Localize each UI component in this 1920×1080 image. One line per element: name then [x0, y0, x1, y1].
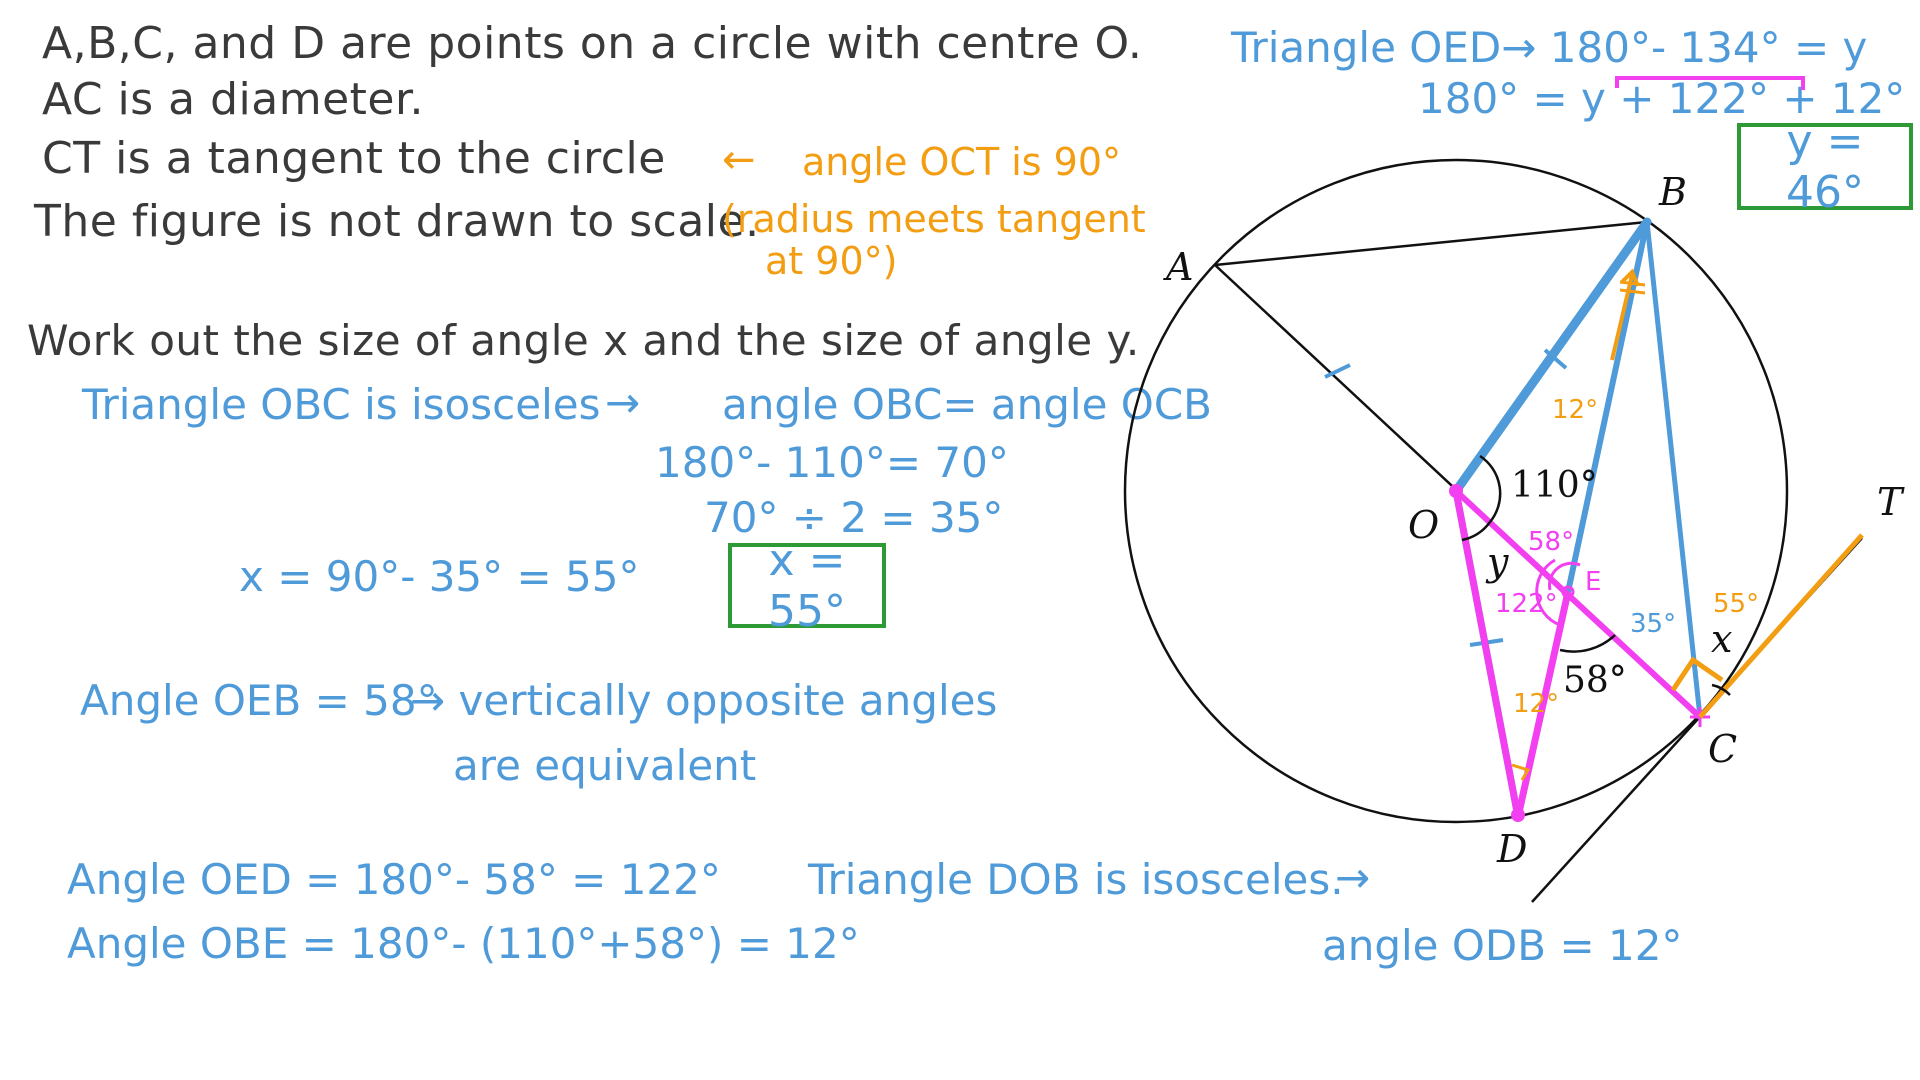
working-oeb-reason-1: → vertically opposite angles: [410, 676, 998, 725]
answer-y: y = 46°: [1786, 115, 1864, 218]
working-obc-equal-ocb: angle OBC= angle OCB: [722, 380, 1212, 429]
orange-arrowhead: [1620, 268, 1640, 287]
tick-oa: [1324, 363, 1351, 379]
answer-box-y: y = 46°: [1737, 116, 1913, 218]
magenta-bracket: [1615, 76, 1805, 90]
hand-12-obe: 12°: [1552, 395, 1598, 425]
arc-110: [1479, 454, 1502, 523]
working-obc-isosceles: Triangle OBC is isosceles: [82, 380, 601, 429]
working-oed-triangle: Triangle OED→ 180°- 134° = y: [1231, 23, 1868, 72]
label-b: B: [1658, 170, 1687, 214]
orange-angle-mark-d: [1511, 763, 1531, 781]
hand-12-odb: 12°: [1513, 689, 1559, 719]
label-a: A: [1163, 245, 1193, 289]
question-line-1: A,B,C, and D are points on a circle with…: [42, 18, 1143, 69]
arc-58-magenta: [1548, 561, 1581, 591]
angle-y: y: [1485, 540, 1509, 584]
orange-tangent: [1698, 533, 1864, 719]
orange-right-angle: [1670, 656, 1724, 692]
circle: [1123, 158, 1789, 824]
working-x-equation: x = 90°- 35° = 55°: [239, 552, 640, 601]
working-dob-isosceles: Triangle DOB is isosceles.: [808, 855, 1344, 904]
working-step-180-110: 180°- 110°= 70°: [655, 438, 1009, 487]
label-c: C: [1708, 727, 1737, 771]
working-dob-arrow: →: [1335, 853, 1371, 902]
hand-122-oed: 122°: [1495, 589, 1558, 619]
point-o-dot: [1449, 484, 1463, 498]
working-oed: Angle OED = 180°- 58° = 122°: [67, 855, 721, 904]
arc-y: [1461, 521, 1492, 542]
question-line-2: AC is a diameter.: [42, 74, 425, 125]
label-d: D: [1496, 827, 1527, 871]
hand-35-ocb: 35°: [1630, 609, 1676, 639]
point-e-dot: [1561, 585, 1575, 599]
label-e: E: [1585, 567, 1601, 597]
hand-55-bct: 55°: [1713, 589, 1759, 619]
working-oeb: Angle OEB = 58°: [80, 676, 438, 725]
working-odb: angle ODB = 12°: [1322, 921, 1683, 970]
arc-122-magenta: [1535, 558, 1561, 627]
blue-bc: [1644, 221, 1703, 718]
magenta-ed: [1514, 591, 1572, 818]
question-line-3: CT is a tangent to the circle: [42, 133, 666, 184]
orange-angle-mark-b: [1619, 280, 1646, 295]
label-t: T: [1877, 480, 1905, 524]
working-oeb-reason-2: are equivalent: [453, 741, 757, 790]
orange-note-radius: (radius meets tangent: [722, 197, 1146, 241]
answer-box-x: x = 55°: [728, 535, 886, 637]
tick-ob: [1543, 348, 1568, 370]
arc-x: [1711, 683, 1731, 696]
magenta-oc: [1453, 488, 1703, 720]
orange-note-at-90: at 90°): [765, 239, 898, 283]
working-angle-sum: 180° = y + 122° + 12°: [1418, 74, 1906, 123]
point-d-dot: [1511, 808, 1525, 822]
line-ab: [1214, 220, 1648, 267]
orange-note-angle-oct: angle OCT is 90°: [802, 140, 1122, 184]
question-line-4: The figure is not drawn to scale.: [34, 196, 760, 247]
label-o: O: [1408, 503, 1439, 547]
question-task: Work out the size of angle x and the siz…: [27, 316, 1140, 365]
answer-x: x = 55°: [768, 534, 846, 637]
magenta-od: [1452, 490, 1522, 818]
angle-58: 58°: [1563, 660, 1627, 701]
hand-58-oeb: 58°: [1528, 527, 1574, 557]
working-step-70-div-2: 70° ÷ 2 = 35°: [704, 493, 1004, 542]
angle-110: 110°: [1511, 465, 1598, 506]
orange-arrow-12: [1610, 274, 1634, 361]
orange-arrow: ←: [722, 137, 756, 183]
angle-x: x: [1711, 617, 1732, 661]
working-obe: Angle OBE = 180°- (110°+58°) = 12°: [67, 919, 860, 968]
arc-58: [1559, 634, 1616, 653]
working-obc-arrow: →: [605, 378, 641, 427]
